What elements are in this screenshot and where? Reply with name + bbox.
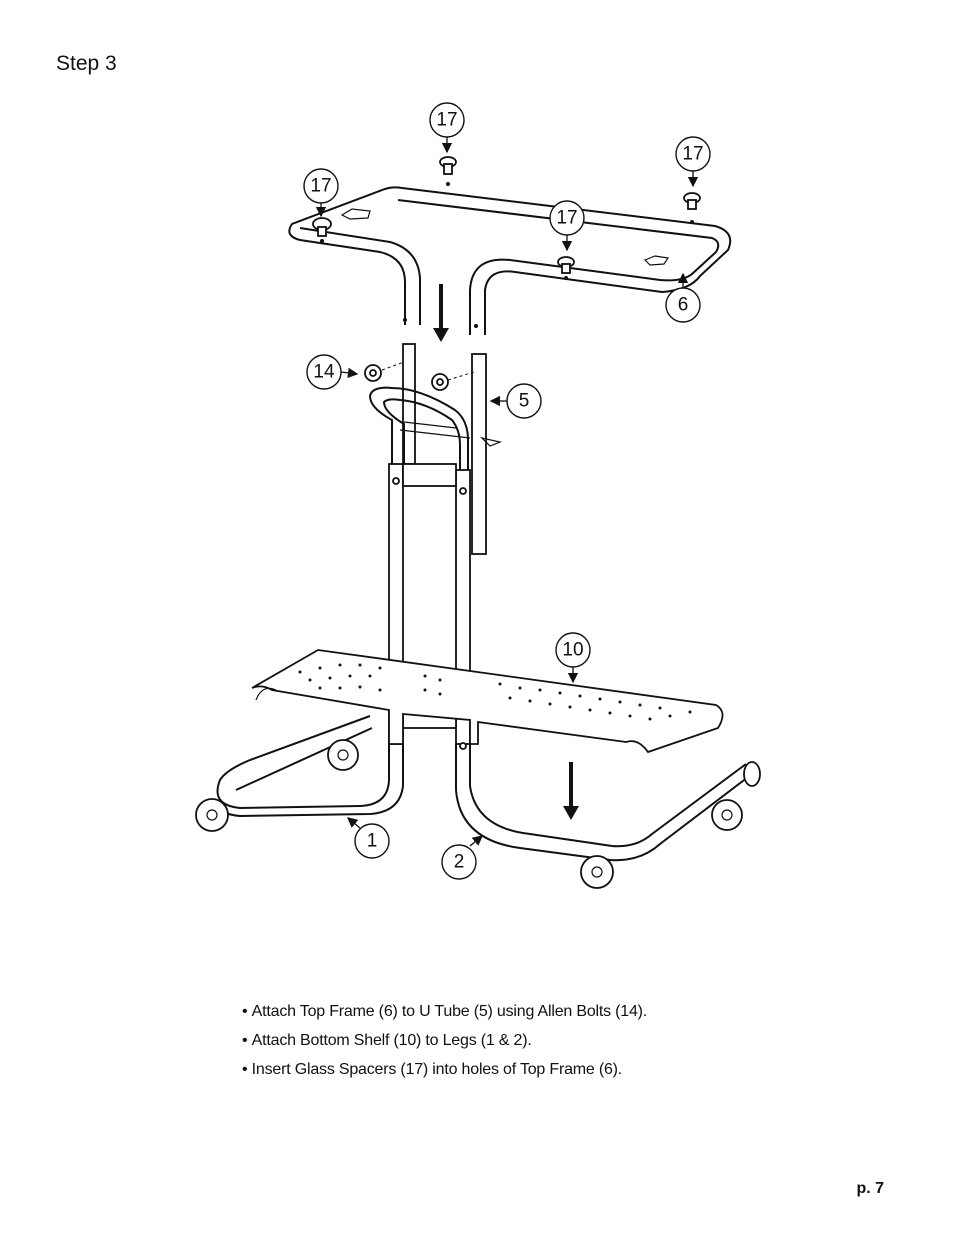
callout-allen-bolts: 14	[306, 354, 342, 390]
step-title: Step 3	[56, 52, 117, 75]
callout-spacer-mid-right: 17	[549, 200, 585, 236]
callout-top-frame: 6	[665, 287, 701, 323]
top-frame	[288, 186, 732, 335]
svg-text:1: 1	[367, 831, 378, 852]
assembly-diagram: 17 17 17 17 6 14 5 10 1 2	[195, 102, 761, 889]
svg-text:17: 17	[310, 176, 331, 197]
svg-text:17: 17	[556, 208, 577, 229]
svg-text:6: 6	[678, 295, 689, 316]
spacer-icon	[439, 156, 457, 186]
spacer-icon	[557, 256, 575, 280]
svg-text:17: 17	[436, 110, 457, 131]
svg-text:10: 10	[562, 640, 583, 661]
instruction-item: Attach Top Frame (6) to U Tube (5) using…	[242, 1000, 648, 1029]
callout-spacer-top-left: 17	[303, 168, 339, 204]
svg-text:14: 14	[313, 362, 335, 383]
callout-spacer-top-center: 17	[429, 102, 465, 138]
allen-bolts	[364, 361, 475, 391]
casters	[195, 739, 743, 889]
callout-leg-left: 1	[354, 823, 390, 859]
instruction-item: Attach Bottom Shelf (10) to Legs (1 & 2)…	[242, 1029, 647, 1058]
svg-text:5: 5	[519, 391, 530, 412]
callout-leaders	[315, 136, 699, 847]
spacer-icon	[683, 192, 701, 224]
callout-leg-right: 2	[441, 844, 477, 880]
spacer-icon	[312, 217, 332, 243]
svg-text:2: 2	[454, 852, 465, 873]
callout-spacer-top-right: 17	[675, 136, 711, 172]
glass-spacers	[312, 156, 701, 280]
instruction-item: Insert Glass Spacers (17) into holes of …	[242, 1058, 647, 1087]
svg-text:17: 17	[682, 144, 703, 165]
callout-bottom-shelf: 10	[555, 632, 591, 668]
callout-u-tube: 5	[506, 383, 542, 419]
u-tube	[368, 343, 503, 555]
bottom-shelf	[251, 649, 724, 754]
instruction-list: Attach Top Frame (6) to U Tube (5) using…	[242, 1000, 648, 1087]
page-number: p. 7	[856, 1180, 884, 1197]
